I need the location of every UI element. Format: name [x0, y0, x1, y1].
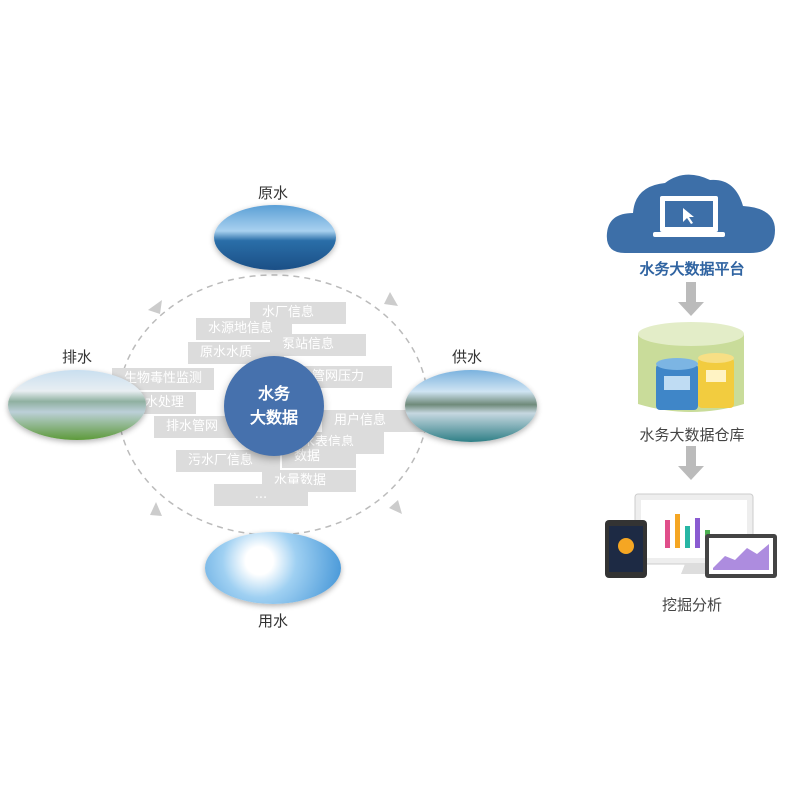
- center-line: 大数据: [249, 408, 298, 427]
- node-label-drainage: 排水: [62, 348, 93, 366]
- tag: 污水厂信息: [176, 450, 280, 472]
- platform-label: 水务大数据平台: [639, 260, 745, 278]
- node-label-supply: 供水: [452, 348, 483, 366]
- cloud-icon: [606, 174, 775, 253]
- analytics-devices-icon: [605, 493, 777, 578]
- database-icon: [638, 322, 744, 412]
- tag: 数据: [282, 446, 356, 468]
- node-label-raw-water: 原水: [258, 184, 289, 202]
- tag: 泵站信息: [270, 334, 366, 356]
- arrow-icon: [384, 292, 398, 306]
- arrow-icon: [389, 500, 402, 514]
- usage-photo: [205, 532, 341, 604]
- tag: ...: [214, 484, 308, 506]
- tag: 水源地信息: [196, 318, 292, 340]
- center-line: 水务: [257, 384, 290, 403]
- center-circle: 水务 大数据: [224, 356, 324, 456]
- cursor-icon: [683, 208, 694, 224]
- drainage-photo: [8, 370, 146, 440]
- laptop-icon: [653, 232, 725, 237]
- analysis-label: 挖掘分析: [661, 596, 722, 614]
- warehouse-label: 水务大数据仓库: [639, 426, 745, 444]
- arrow-icon: [148, 300, 162, 314]
- tag: 管网压力: [300, 366, 392, 388]
- tag: 生物毒性监测: [112, 368, 215, 390]
- raw-water-photo: [214, 205, 336, 270]
- tag: 用户信息: [322, 410, 426, 432]
- supply-photo: [405, 370, 537, 442]
- arrow-icon: [150, 502, 162, 516]
- node-label-usage: 用水: [258, 612, 289, 630]
- flow-arrows: [678, 282, 704, 480]
